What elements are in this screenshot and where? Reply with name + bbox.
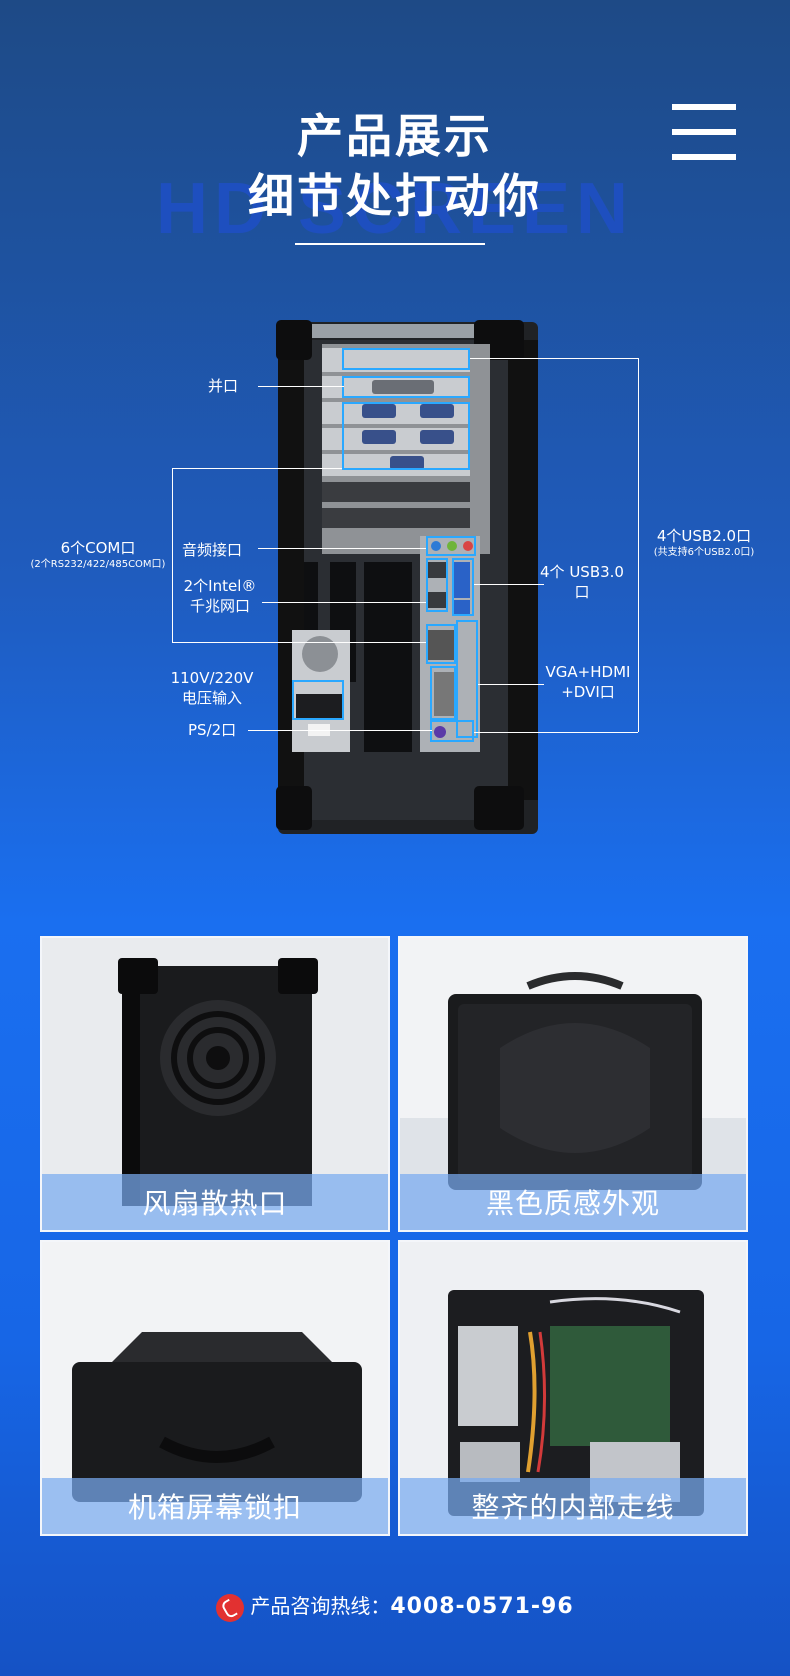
nic-leader <box>262 602 426 603</box>
nic-highlight <box>426 558 448 612</box>
dvi-highlight <box>430 666 456 720</box>
audio-highlight <box>426 536 476 556</box>
nic-label: 2个Intel® 千兆网口 <box>183 577 257 616</box>
video-highlight <box>456 620 478 738</box>
menu-icon[interactable] <box>672 104 736 160</box>
com-io-highlight <box>426 624 456 664</box>
hotline[interactable]: 产品咨询热线：4008-0571-96 <box>0 1590 790 1622</box>
usb3-label: 4个 USB3.0口 <box>540 563 624 602</box>
gallery-caption: 黑色质感外观 <box>400 1174 746 1230</box>
page-subtitle: 细节处打动你 <box>248 169 542 223</box>
com-leader-top <box>172 468 342 469</box>
usb2-leader-top <box>470 358 638 359</box>
power-label: 110V/220V 电压输入 <box>170 669 254 708</box>
video-leader <box>478 684 544 685</box>
gallery-caption: 风扇散热口 <box>42 1174 388 1230</box>
gallery-card-lock[interactable]: 机箱屏幕锁扣 <box>40 1240 390 1536</box>
page-title: 产品展示 <box>297 109 493 163</box>
parallel-label: 并口 <box>208 377 239 395</box>
watermark-text: HD SCREEN <box>155 169 635 249</box>
hotline-number[interactable]: 4008-0571-96 <box>390 1594 574 1619</box>
gallery-caption: 机箱屏幕锁扣 <box>42 1478 388 1534</box>
com-leader-vert <box>172 468 173 642</box>
phone-icon <box>216 1593 245 1622</box>
power-highlight <box>292 680 344 720</box>
com-label: 6个COM口 (2个RS232/422/485COM口) <box>30 539 166 571</box>
com-highlight <box>342 402 470 470</box>
usb2-label: 4个USB2.0口 (共支持6个USB2.0口) <box>653 527 755 559</box>
title-divider <box>295 243 485 245</box>
usb2-highlight <box>342 348 470 370</box>
usb3-highlight <box>452 558 474 616</box>
com-leader-bottom <box>172 642 426 643</box>
ps2-label: PS/2口 <box>188 721 237 739</box>
audio-label: 音频接口 <box>182 541 243 559</box>
usb2-leader-vert <box>638 358 639 732</box>
ps2-highlight <box>430 720 474 742</box>
parallel-highlight <box>342 376 470 398</box>
usb3-leader <box>474 584 544 585</box>
ps2-leader <box>248 730 432 731</box>
parallel-leader <box>258 386 344 387</box>
usb2-leader-bottom <box>474 732 638 733</box>
fan-photo <box>42 938 388 1230</box>
gallery-card-fan[interactable]: 风扇散热口 <box>40 936 390 1232</box>
gallery-caption: 整齐的内部走线 <box>400 1478 746 1534</box>
gallery-card-interior[interactable]: 整齐的内部走线 <box>398 1240 748 1536</box>
audio-leader <box>258 548 426 549</box>
gallery-card-exterior[interactable]: 黑色质感外观 <box>398 936 748 1232</box>
hotline-label: 产品咨询热线： <box>250 1594 391 1618</box>
back-panel-diagram: 并口 6个COM口 (2个RS232/422/485COM口) 音频接口 2个I… <box>0 300 790 840</box>
video-label: VGA+HDMI +DVI口 <box>545 663 631 702</box>
